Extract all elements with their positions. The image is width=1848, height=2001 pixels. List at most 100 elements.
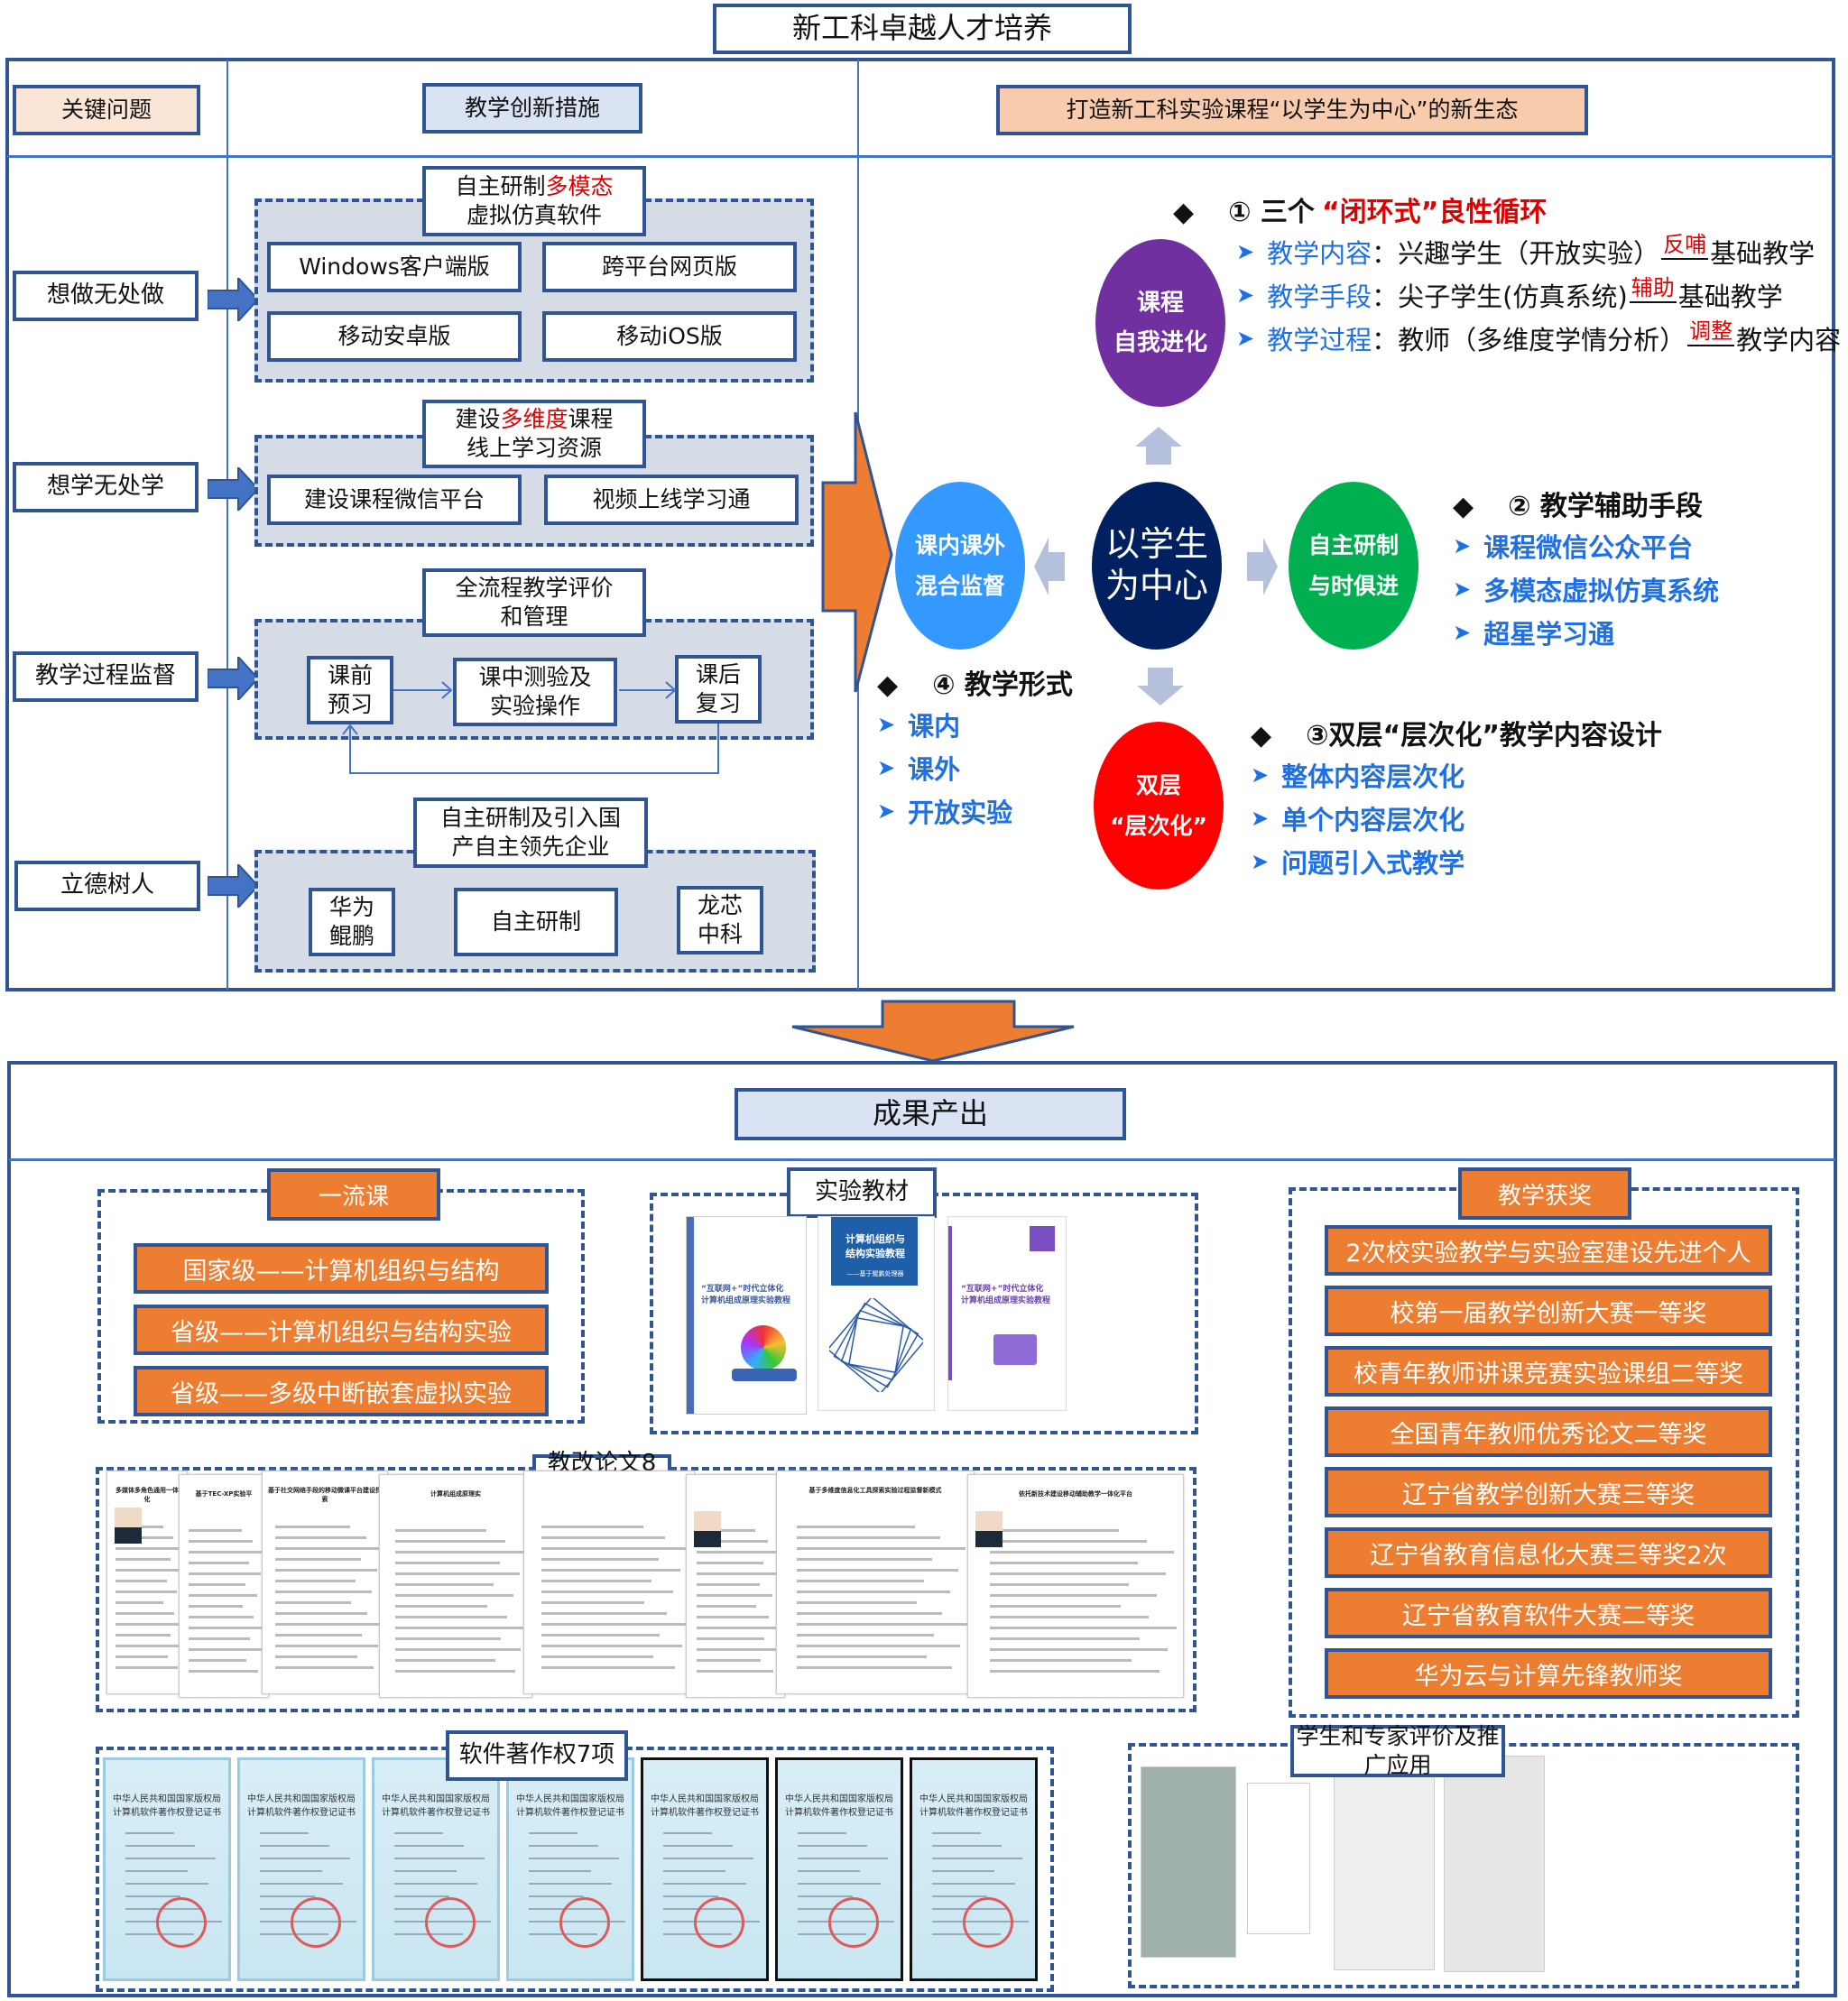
certificate-title: 中华人民共和国国家版权局 计算机软件著作权登记证书 bbox=[919, 1794, 1028, 1818]
paper-text-line bbox=[188, 1659, 247, 1662]
header-ecosystem-text: 打造新工科实验课程“以学生为中心”的新生态 bbox=[1066, 96, 1519, 123]
down-arrow-icon bbox=[1137, 668, 1184, 705]
paper-text-line bbox=[115, 1634, 171, 1637]
textbooks-title: 实验教材 bbox=[787, 1167, 937, 1218]
paper-text-line bbox=[188, 1540, 254, 1543]
paper-text-line bbox=[115, 1623, 185, 1626]
copyright-certificate: 中华人民共和国国家版权局 计算机软件著作权登记证书 bbox=[372, 1757, 500, 1981]
right-arrow-icon bbox=[208, 657, 258, 700]
book-subtitle: ——基于鲲鹏处理器 bbox=[846, 1270, 904, 1277]
circle-two-layer: 双层 “层次化” bbox=[1094, 722, 1224, 890]
header-ecosystem: 打造新工科实验课程“以学生为中心”的新生态 bbox=[996, 85, 1588, 135]
resource-wechat: 建设课程微信平台 bbox=[267, 475, 522, 525]
right-arrow-icon bbox=[1247, 538, 1278, 595]
paper-text-line bbox=[115, 1591, 178, 1593]
certificate-title: 中华人民共和国国家版权局 计算机软件著作权登记证书 bbox=[516, 1794, 624, 1818]
group-title-line2: 虚拟仿真软件 bbox=[466, 202, 602, 228]
paper-text-line bbox=[394, 1540, 506, 1543]
step-label: 课中测验及 实验操作 bbox=[478, 663, 592, 720]
awards-title-text: 教学获奖 bbox=[1497, 1182, 1592, 1210]
step-label: 课前 预习 bbox=[327, 661, 373, 718]
certificate-text-line bbox=[125, 1870, 189, 1872]
certificate-text-line bbox=[528, 1870, 592, 1872]
seal-icon bbox=[424, 1897, 476, 1949]
paper-text-line bbox=[541, 1591, 674, 1593]
paper-text-line bbox=[989, 1627, 1177, 1629]
paper-text-line bbox=[541, 1655, 653, 1658]
paper-text-line bbox=[989, 1670, 1160, 1673]
paper-text-line bbox=[989, 1605, 1121, 1608]
group-title: 自主研制多模态 虚拟仿真软件 bbox=[422, 166, 646, 236]
paper-text-line bbox=[188, 1637, 251, 1640]
vendor-self: 自主研制 bbox=[454, 888, 618, 956]
paper-text-line bbox=[274, 1612, 367, 1615]
paper-text-line bbox=[989, 1616, 1149, 1618]
certificate-text-line bbox=[797, 1832, 847, 1834]
circle-label: 自主研制 与时俱进 bbox=[1307, 532, 1399, 599]
group-title-line2: 和管理 bbox=[500, 604, 568, 630]
paper-text-line bbox=[274, 1666, 374, 1669]
vendor-huawei: 华为 鲲鹏 bbox=[309, 888, 395, 956]
award-item: 辽宁省教育信息化大赛三等奖2次 bbox=[1325, 1527, 1772, 1578]
paper-text-line bbox=[989, 1572, 1166, 1575]
paper-text-line bbox=[394, 1637, 502, 1640]
book-corner bbox=[1030, 1226, 1055, 1251]
award-item: 华为云与计算先锋教师奖 bbox=[1325, 1648, 1772, 1699]
paper-text-line bbox=[394, 1648, 522, 1651]
group-title-line2: 产自主领先企业 bbox=[451, 834, 610, 860]
paper-text-line bbox=[696, 1659, 762, 1662]
paper-text-line bbox=[541, 1580, 651, 1582]
resource-video: 视频上线学习通 bbox=[544, 475, 799, 525]
section-forms-head: ◆④ 教学形式 bbox=[877, 662, 1073, 702]
paper-text-line bbox=[274, 1526, 350, 1528]
loop-row: ➤ 教学过程 ：教师（多维度学情分析） 调整 教学内容 bbox=[1236, 318, 1841, 357]
paper-text-line bbox=[796, 1558, 933, 1561]
section-head-text: ① 三个 bbox=[1228, 197, 1315, 228]
paper-text-line bbox=[274, 1558, 362, 1561]
paper-page: 依托新技术建设移动辅助教学一体化平台 bbox=[967, 1474, 1184, 1698]
certificate-text-line bbox=[797, 1858, 889, 1859]
group-title-line1: 自主研制多模态 bbox=[455, 172, 614, 199]
certificate-text-line bbox=[125, 1883, 209, 1885]
seal-icon bbox=[827, 1897, 879, 1949]
evaluation-title-text: 学生和专家评价及推广应用 bbox=[1296, 1722, 1500, 1779]
header-key-issues: 关键问题 bbox=[13, 85, 200, 135]
issue-text: 教学过程监督 bbox=[34, 662, 176, 690]
paper-text-line bbox=[796, 1612, 943, 1615]
book-title: “互联网+”时代立体化 计算机组成原理实验教程 bbox=[701, 1285, 791, 1305]
aid-item: ➤多模态虚拟仿真系统 bbox=[1453, 570, 1719, 608]
book-spine bbox=[687, 1217, 694, 1414]
section-head-highlight: “闭环式”良性循环 bbox=[1321, 197, 1548, 228]
certificate-text-line bbox=[662, 1858, 754, 1859]
textbook-cover: “互联网+”时代立体化 计算机组成原理实验教程 bbox=[947, 1216, 1067, 1411]
student-feedback-photo bbox=[1141, 1766, 1236, 1958]
paper-text-line bbox=[541, 1601, 645, 1604]
aid-item: ➤课程微信公众平台 bbox=[1453, 527, 1693, 565]
group-title-line2: 线上学习资源 bbox=[466, 435, 602, 461]
paper-text-line bbox=[274, 1634, 363, 1637]
platform-label: 跨平台网页版 bbox=[601, 253, 737, 280]
certificate-text-line bbox=[125, 1895, 180, 1897]
paper-page: 基于TEC-XP实验平 bbox=[179, 1474, 269, 1698]
form-item: ➤开放实验 bbox=[877, 792, 1012, 830]
certificate-text-line bbox=[125, 1845, 196, 1847]
platform-ios: 移动iOS版 bbox=[542, 311, 797, 362]
certificate-text-line bbox=[797, 1845, 868, 1847]
certificate-text-line bbox=[797, 1883, 882, 1885]
certificate-title: 中华人民共和国国家版权局 计算机软件著作权登记证书 bbox=[651, 1794, 759, 1818]
certificate-text-line bbox=[662, 1845, 734, 1847]
paper-text-line bbox=[696, 1616, 769, 1618]
paper-text-line bbox=[541, 1666, 676, 1669]
copyright-certificate: 中华人民共和国国家版权局 计算机软件著作权登记证书 bbox=[103, 1757, 231, 1981]
course-text: 国家级——计算机组织与结构 bbox=[182, 1257, 500, 1286]
header-measures: 教学创新措施 bbox=[422, 83, 642, 134]
paper-text-line bbox=[989, 1529, 1119, 1532]
paper-page: 计算机组成原理实 bbox=[379, 1474, 532, 1698]
layer-item: ➤整体内容层次化 bbox=[1251, 756, 1465, 794]
certificate-text-line bbox=[259, 1895, 315, 1897]
copyrights-title-text: 软件著作权7项 bbox=[458, 1741, 615, 1769]
paper-text-line bbox=[696, 1529, 755, 1532]
award-item: 全国青年教师优秀论文二等奖 bbox=[1325, 1406, 1772, 1457]
paper-title: 多媒体多角色通用一体化 bbox=[116, 1487, 179, 1503]
loop-link-text: 辅助 bbox=[1631, 274, 1675, 300]
